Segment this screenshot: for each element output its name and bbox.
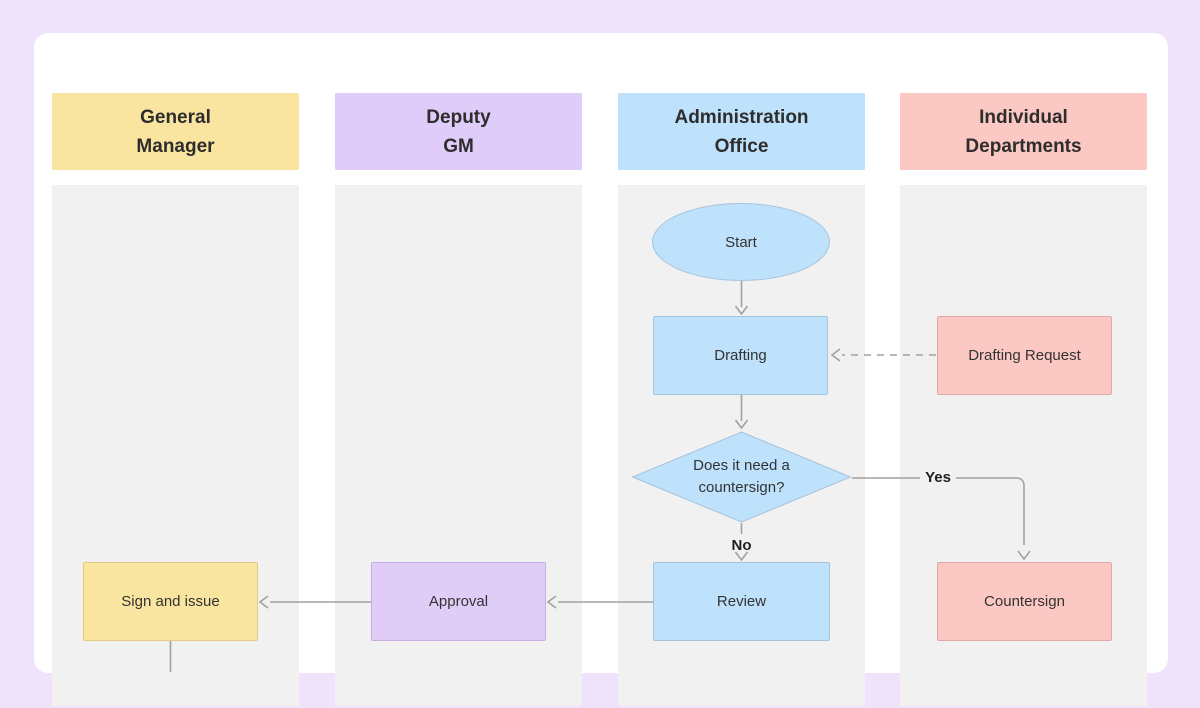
decision-node[interactable]: Does it need a countersign? — [631, 431, 852, 523]
lane-header-individual-departments[interactable]: Individual Departments — [900, 93, 1147, 170]
review-node[interactable]: Review — [653, 562, 830, 641]
lane-header-general-manager[interactable]: General Manager — [52, 93, 299, 170]
diamond-shape-icon — [631, 431, 852, 523]
drafting-node[interactable]: Drafting — [653, 316, 828, 395]
start-node[interactable]: Start — [652, 203, 830, 281]
decision-label: Does it need a countersign? — [693, 457, 790, 496]
countersign-node[interactable]: Countersign — [937, 562, 1112, 641]
approval-node[interactable]: Approval — [371, 562, 546, 641]
drafting-request-node[interactable]: Drafting Request — [937, 316, 1112, 395]
sign-and-issue-node[interactable]: Sign and issue — [83, 562, 258, 641]
lane-header-deputy-gm[interactable]: Deputy GM — [335, 93, 582, 170]
edge-label-yes: Yes — [925, 469, 951, 486]
lane-header-administration-office[interactable]: Administration Office — [618, 93, 865, 170]
edge-label-no: No — [731, 537, 752, 554]
